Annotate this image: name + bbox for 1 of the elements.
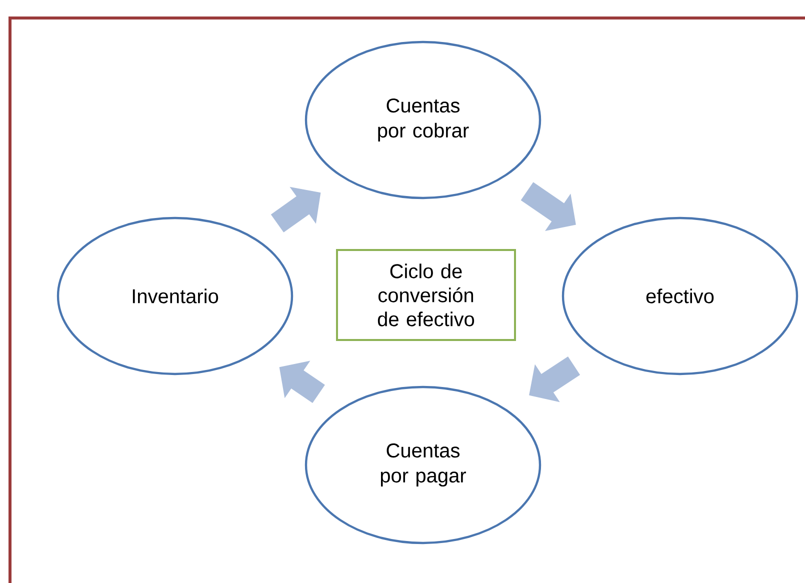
center-box: Ciclo de conversión de efectivo (336, 248, 516, 341)
